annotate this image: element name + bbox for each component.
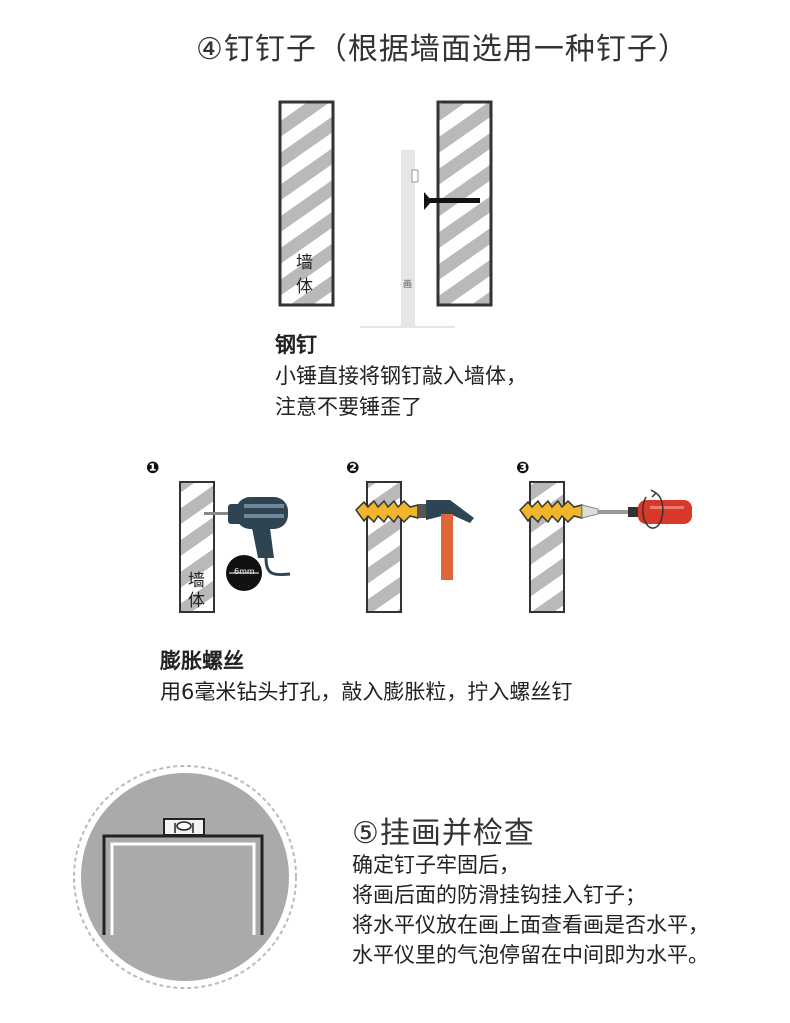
expansion-line: 用6毫米钻头打孔，敲入膨胀粒，拧入螺丝钉 (160, 680, 573, 704)
wall-label-bottom: 体 (296, 277, 313, 297)
wall-right (436, 100, 493, 307)
nail-line-1: 小锤直接将钢钉敲入墙体， (275, 364, 527, 388)
base-line (360, 326, 455, 328)
drill-size-label: 6mm (234, 567, 255, 576)
screwdriver-icon (598, 489, 692, 529)
steel-nail-icon (424, 192, 480, 210)
step5-line-4: 水平仪里的气泡停留在中间即为水平。 (352, 943, 709, 967)
step-number-1: ❶ (146, 458, 160, 477)
step-number-2: ❷ (346, 458, 360, 477)
wall-step1-label-top: 墙 (188, 571, 205, 591)
painting-board (401, 150, 415, 327)
wall-label-top: 墙 (296, 253, 313, 273)
step5-line-2: 将画后面的防滑挂钩挂入钉子； (352, 883, 646, 907)
hammer-icon (418, 500, 474, 580)
anchor-icon-step2 (355, 499, 419, 524)
painting-hook (411, 169, 419, 183)
drill-size-badge (226, 555, 262, 591)
wall-left (278, 100, 335, 307)
expansion-heading: 膨胀螺丝 (160, 649, 244, 673)
wall-step1-label-bottom: 体 (188, 591, 205, 611)
step-number-3: ❸ (516, 458, 530, 477)
painting-label: 画 (403, 280, 413, 290)
drill-icon (204, 497, 291, 577)
level-icon (163, 818, 205, 836)
detail-circle-outline (73, 765, 297, 989)
step5-title: ⑤挂画并检查 (352, 816, 535, 851)
step5-line-1: 确定钉子牢固后， (352, 853, 520, 877)
step5-line-3: 将水平仪放在画上面查看画是否水平， (352, 913, 709, 937)
detail-circle (81, 773, 289, 981)
nail-line-2: 注意不要锤歪了 (275, 395, 422, 419)
wall-step1 (179, 481, 215, 613)
step4-title: ④钉钉子（根据墙面选用一种钉子） (196, 32, 689, 67)
nail-heading: 钢钉 (275, 333, 317, 357)
